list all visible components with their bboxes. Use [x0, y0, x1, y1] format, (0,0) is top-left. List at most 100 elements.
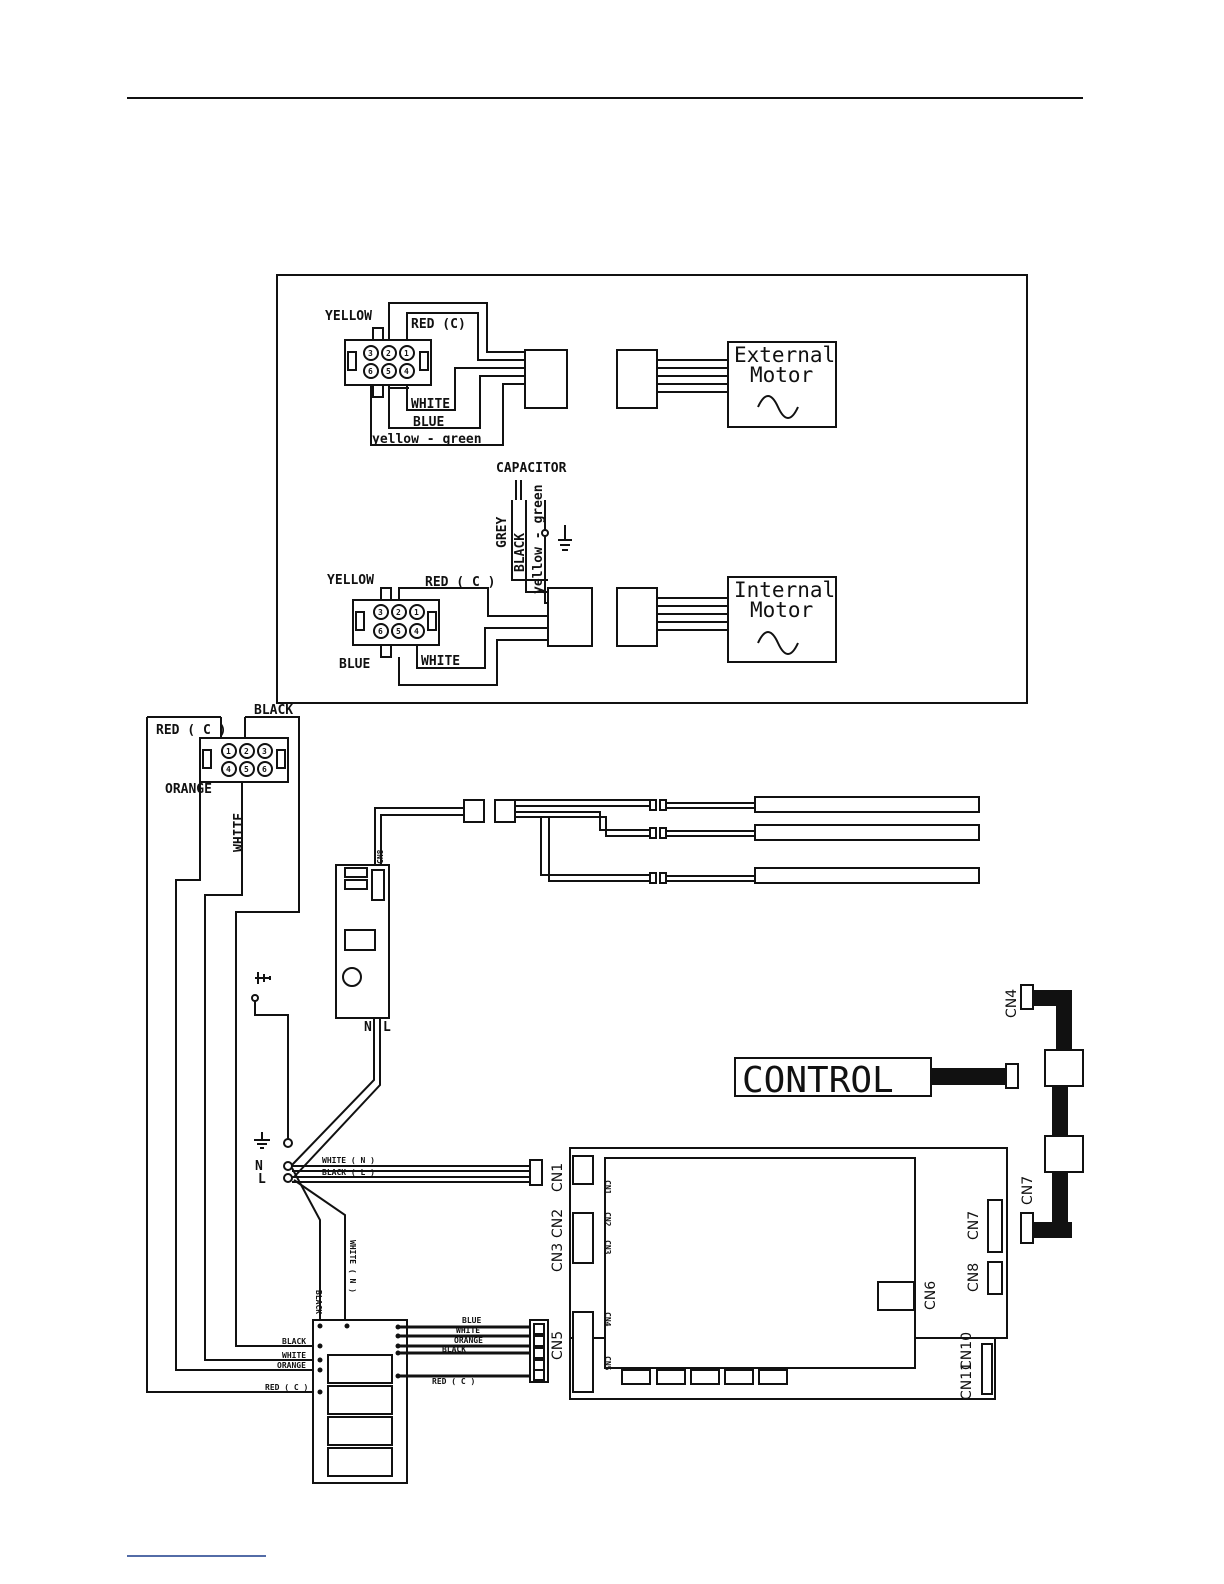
capacitor-label: CAPACITOR: [496, 461, 567, 476]
comp-pin-6: 6: [262, 765, 267, 774]
terminal-white-n-label: WHITE ( N ): [322, 1156, 375, 1165]
relay-1: [327, 1354, 393, 1384]
cn11-label: CN11: [959, 1362, 975, 1400]
ext-plug-right: [616, 349, 658, 409]
ground-icon: [254, 1132, 270, 1149]
cn7-label: CN7: [966, 1211, 982, 1240]
motor-frame: [276, 274, 1028, 704]
control-group: CONTROL CN4 CN7: [734, 984, 1084, 1244]
int-white-label: WHITE: [421, 654, 460, 669]
sensor-probe-1: [754, 796, 980, 813]
cn3-small-label: CN3: [603, 1240, 612, 1255]
ext-pin-1: 1: [404, 349, 409, 358]
cn1-label: CN1: [550, 1163, 566, 1192]
comp-white-label: WHITE: [232, 813, 247, 852]
cn8-label: CN8: [966, 1263, 982, 1292]
comp-orange-label: ORANGE: [165, 782, 212, 797]
ribbon-clip-2: [1044, 1135, 1084, 1173]
comp-pin-3: 3: [262, 747, 267, 756]
ext-white-label: WHITE: [411, 397, 450, 412]
cn5-red-label: RED ( C ): [432, 1377, 475, 1386]
cn5-orange-label: ORANGE: [454, 1336, 483, 1345]
int-pin-6: 6: [378, 627, 383, 636]
ext-pin-5: 5: [386, 367, 391, 376]
sensor-l-label: L: [383, 1020, 391, 1035]
relay-white-n-label: WHITE ( N ): [348, 1240, 357, 1293]
external-motor-title-1: External: [734, 343, 835, 367]
relay-4: [327, 1447, 393, 1477]
cn4-small-label: CN4: [603, 1312, 612, 1327]
ext-blue-label: BLUE: [413, 415, 444, 430]
ground-icon: [255, 972, 271, 984]
cn6-label: CN6: [923, 1281, 939, 1310]
cn1-small-label: CN1: [603, 1180, 612, 1195]
control-ribbon: [931, 1068, 1006, 1085]
int-grey-label: GREY: [495, 517, 510, 548]
ext-pin-2: 2: [386, 349, 391, 358]
cn1-plug: [529, 1159, 543, 1186]
int-plug-left: [547, 587, 593, 647]
relay-red-label: RED ( C ): [265, 1383, 308, 1392]
int-yellow-label: YELLOW: [327, 573, 374, 588]
comp-pin-4: 4: [226, 765, 231, 774]
ac-symbol-icon: [757, 631, 799, 655]
sensor-board-group: CN8 N L: [335, 796, 980, 1035]
comp-pin-2: 2: [244, 747, 249, 756]
ac-symbol-icon: [757, 395, 799, 419]
comp-pin-5: 5: [244, 765, 249, 774]
ribbon-clip-1: [1044, 1049, 1084, 1087]
internal-motor-group: CAPACITOR GREY BLACK yellow - green 3 2 …: [327, 461, 837, 686]
cn5-white-label: WHITE: [456, 1326, 480, 1335]
int-pin-1: 1: [414, 608, 419, 617]
comp-pin-1: 1: [226, 747, 231, 756]
terminal-n-label: N: [255, 1159, 263, 1174]
relay-3: [327, 1416, 393, 1446]
terminal-l-label: L: [258, 1172, 266, 1187]
cn7-ribbon-label: CN7: [1020, 1176, 1036, 1205]
external-motor-group: 3 2 1 6 5 4 YELLOW RED (C) WHITE BLUE ye…: [325, 302, 837, 447]
relay-orange-label: ORANGE: [277, 1361, 306, 1370]
capacitor-icon: [515, 480, 522, 500]
cn10-label: CN10: [959, 1332, 975, 1370]
cn8-socket: [987, 1261, 1003, 1295]
internal-motor-title-2: Motor: [750, 598, 813, 622]
sensor-plug-right: [494, 799, 516, 823]
cn2-label: CN2: [550, 1209, 566, 1238]
cn5-label: CN5: [550, 1331, 566, 1360]
relay-white-label: WHITE: [282, 1351, 306, 1360]
cn7-socket: [987, 1199, 1003, 1253]
int-pin-3: 3: [378, 608, 383, 617]
cn4-ribbon-label: CN4: [1004, 989, 1020, 1018]
cn6-socket: [877, 1281, 915, 1311]
ext-pin-3: 3: [368, 349, 373, 358]
control-panel: [734, 1057, 932, 1097]
internal-motor-title-1: Internal: [734, 578, 835, 602]
terminal-black-l-label: BLACK ( L ): [322, 1168, 375, 1177]
internal-motor-box: [727, 576, 837, 663]
control-label: CONTROL: [742, 1060, 894, 1101]
ext-plug-left: [524, 349, 568, 409]
main-board-panel: [604, 1157, 916, 1369]
cn5-black-label: BLACK: [442, 1345, 466, 1354]
cn5-blue-label: BLUE: [462, 1316, 481, 1325]
main-board-group: CN1 CN2 CN3 CN5 CN6 CN7 CN8 CN10 CN11 CN…: [550, 1147, 1008, 1400]
external-motor-title-2: Motor: [750, 363, 813, 387]
comp-black-label: BLACK: [254, 703, 293, 718]
comp-red-label: RED ( C ): [156, 723, 226, 738]
relay-black-label: BLACK: [282, 1337, 306, 1346]
cn10-socket: [981, 1343, 993, 1395]
sensor-probe-3: [754, 867, 980, 884]
ext-pin-6: 6: [368, 367, 373, 376]
cn5-small-label: CN5: [603, 1356, 612, 1371]
int-pin-2: 2: [396, 608, 401, 617]
relay-board-group: BLACK WHITE ORANGE RED ( C ) BLUE WHITE …: [265, 1316, 549, 1484]
compressor-connector-group: 1 2 3 4 5 6 BLACK RED ( C ) ORANGE WHITE: [146, 703, 316, 1393]
ext-red-label: RED (C): [411, 317, 466, 332]
relay-black-l-label: BLACK ( L ): [314, 1290, 323, 1343]
ext-yellow-green-label: yellow - green: [372, 432, 482, 447]
relay-2: [327, 1385, 393, 1415]
sensor-plug-left: [463, 799, 485, 823]
int-pin-5: 5: [396, 627, 401, 636]
ext-pin-4: 4: [404, 367, 409, 376]
terminal-group: N L WHITE ( N ) BLACK ( L ) BLACK ( L ) …: [251, 972, 543, 1343]
